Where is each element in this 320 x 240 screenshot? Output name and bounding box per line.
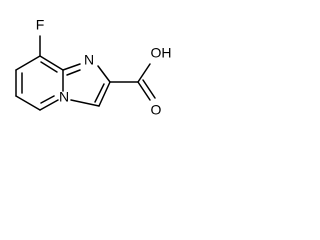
bridge-nitrogen-atom-label: N	[59, 89, 69, 105]
fluorine-atom-label: F	[36, 17, 45, 33]
bond-c5-n4	[39, 99, 59, 111]
bond-c6-c5	[15, 95, 41, 111]
bond-carboxyl-c-oh	[137, 63, 151, 83]
bond-n1-c2	[97, 65, 111, 83]
bond-c2-c3	[98, 81, 111, 107]
bond-c8a-n1	[62, 63, 81, 71]
imine-nitrogen-atom-label: N	[84, 52, 94, 68]
bond-c8a-n1-inner	[66, 69, 81, 76]
bond-c2-c3-inner	[94, 83, 105, 103]
bond-c8-c7	[15, 55, 41, 71]
bond-c5-n4-inner	[40, 95, 55, 104]
bond-c8a-c8-inner	[40, 61, 58, 73]
bond-c8a-c8	[39, 55, 64, 71]
carbonyl-oxygen-atom-label: O	[151, 102, 162, 118]
hydroxyl-oxygen-atom-label: OH	[151, 45, 172, 61]
imidazopyridine-carboxylic-acid-structure: F N N OH O	[15, 17, 172, 118]
bond-c3-n4	[70, 99, 100, 107]
bond-carboxyl-c-o-second	[142, 79, 156, 99]
bond-carboxyl-c-o	[137, 81, 151, 101]
